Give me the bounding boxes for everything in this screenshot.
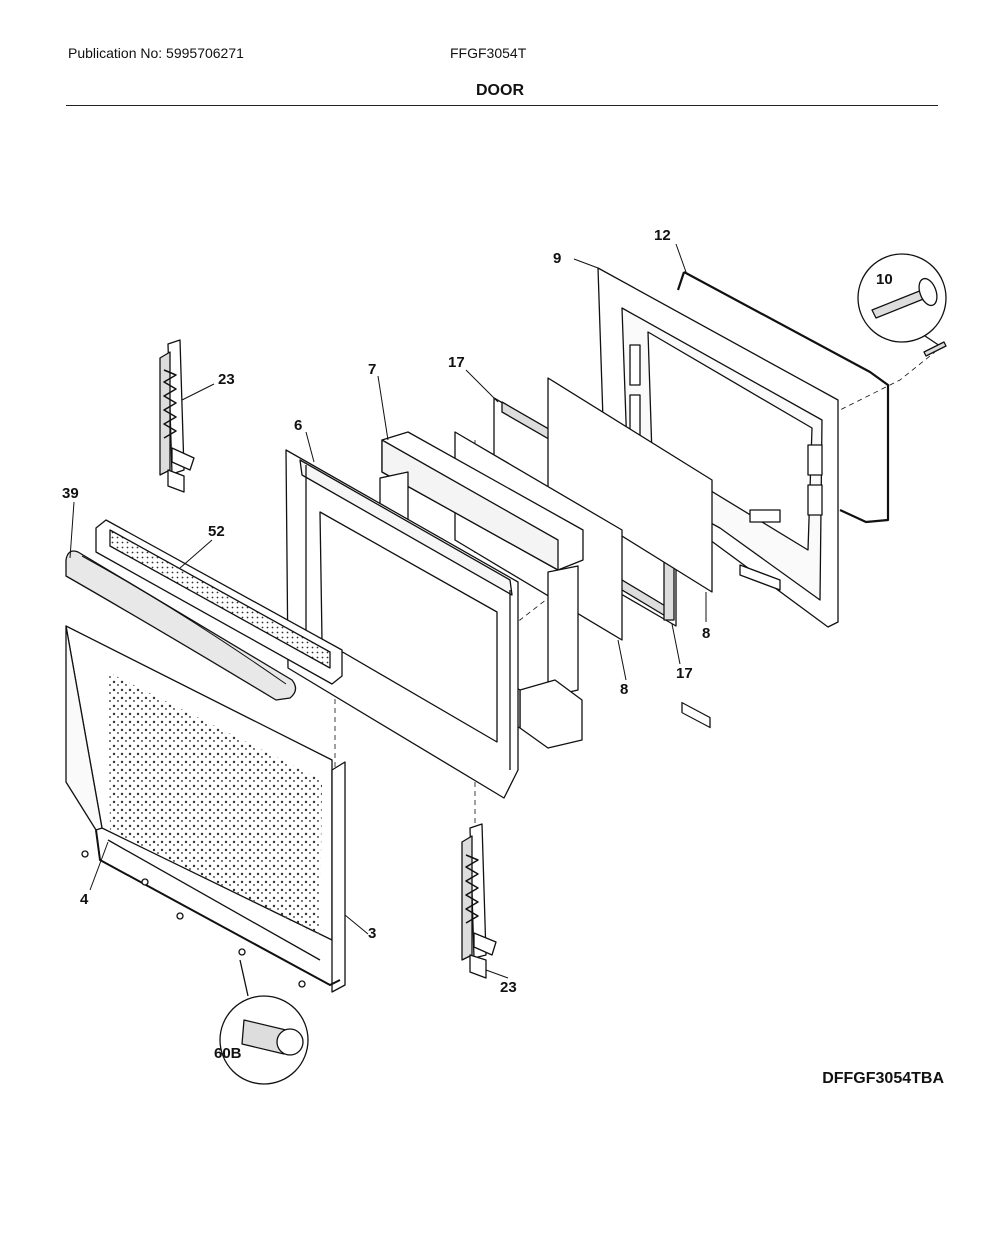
callout-52: 52 [208, 523, 225, 540]
part-6-inner-door-frame [285, 449, 519, 799]
callout-17-bottom: 17 [676, 665, 693, 682]
publication-number: Publication No: 5995706271 [68, 45, 244, 61]
callout-23-upper: 23 [218, 371, 235, 388]
part-4-door-trim [95, 829, 341, 986]
callout-10: 10 [876, 271, 893, 288]
part-3-outer-door-panel [65, 625, 346, 993]
callout-9: 9 [553, 250, 561, 267]
model-number: FFGF3054T [450, 45, 527, 61]
header-rule [66, 105, 938, 106]
callout-23-lower: 23 [500, 979, 517, 996]
callout-labels: 3 4 6 7 8 8 9 10 12 17 17 23 23 39 52 60… [62, 227, 893, 1062]
part-60b-screw-detail [219, 959, 309, 1085]
section-title: DOOR [476, 82, 524, 99]
part-10-screw-detail [857, 253, 947, 357]
part-12-door-gasket [676, 271, 890, 524]
leader-lines [69, 243, 707, 979]
part-23-hinge-upper [159, 339, 195, 493]
door-screws [81, 850, 306, 988]
callout-60b: 60B [214, 1045, 242, 1062]
part-39-door-handle [65, 550, 297, 701]
callout-4: 4 [80, 891, 89, 908]
callout-39: 39 [62, 485, 79, 502]
callout-6: 6 [294, 417, 302, 434]
callout-8-front: 8 [620, 681, 628, 698]
callout-3: 3 [368, 925, 376, 942]
callout-12: 12 [654, 227, 671, 244]
diagram-code: DFFGF3054TBA [822, 1070, 944, 1087]
part-8-rear-glass [547, 377, 713, 593]
callout-8-rear: 8 [702, 625, 710, 642]
part-23-hinge-lower [461, 823, 497, 979]
callout-7: 7 [368, 361, 376, 378]
callout-17-top: 17 [448, 354, 465, 371]
part-52-vent-trim [95, 519, 343, 685]
